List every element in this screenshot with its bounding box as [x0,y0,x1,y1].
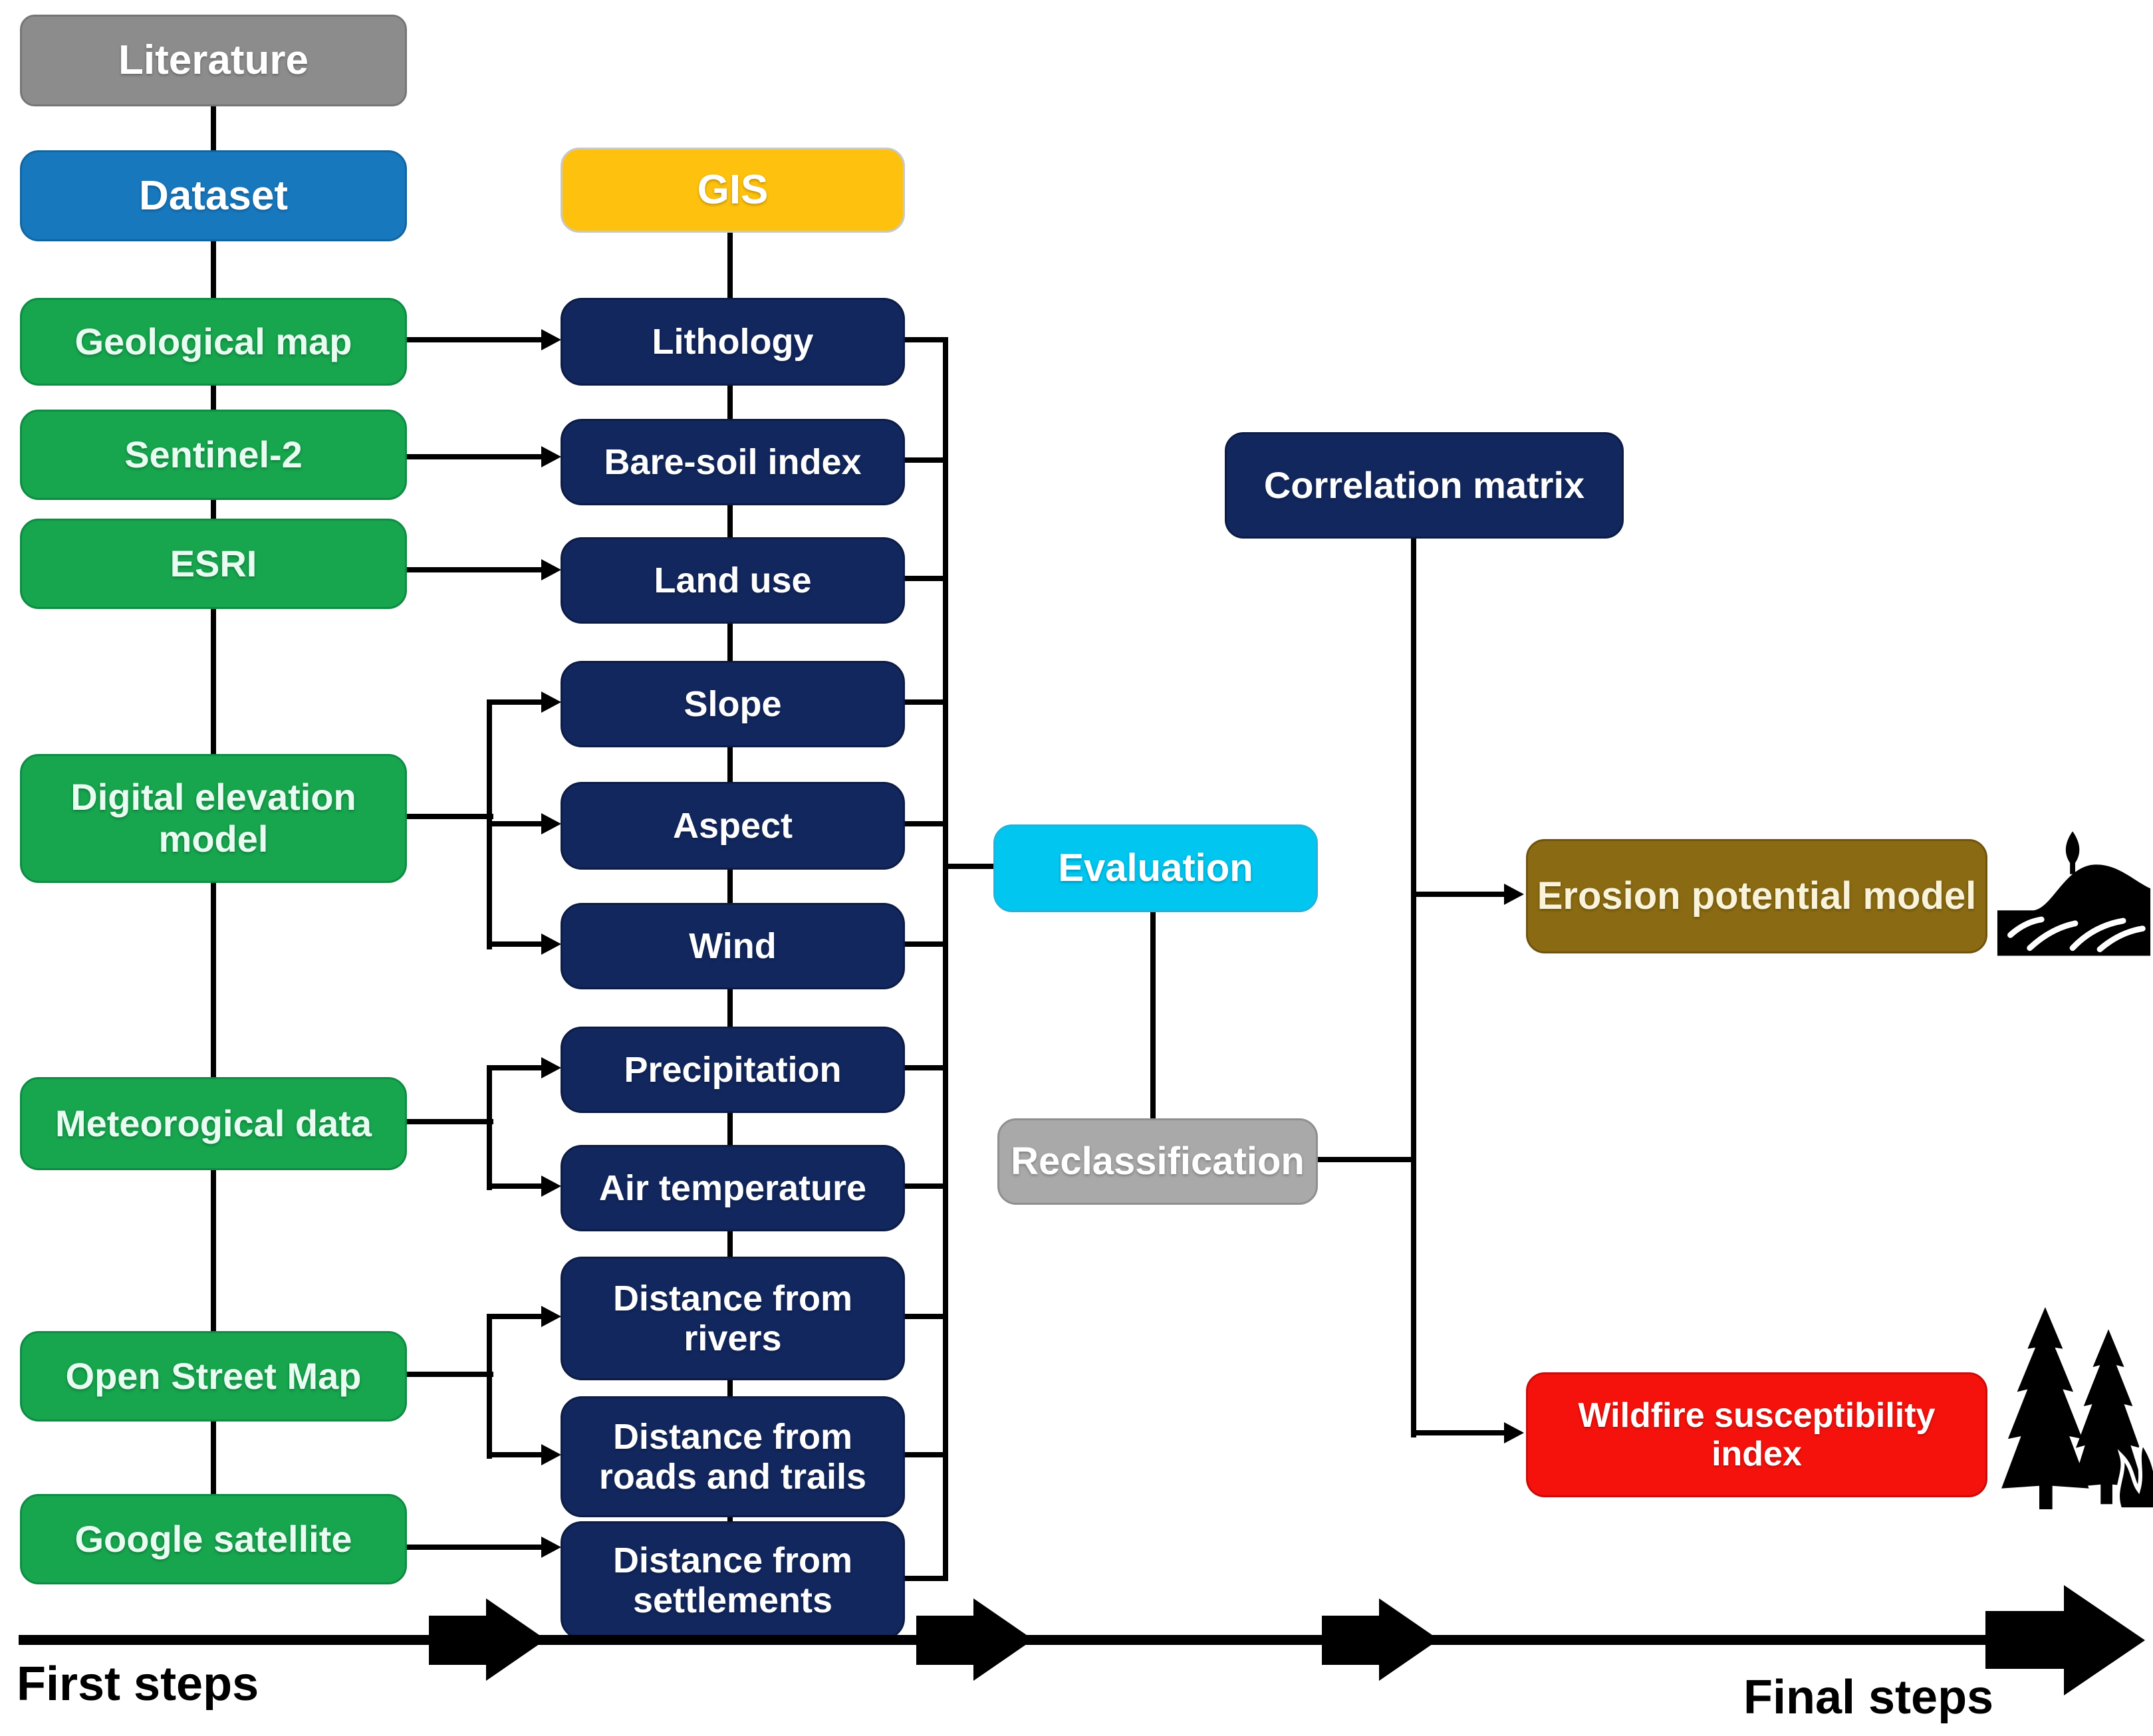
stub-slope [905,699,948,705]
gis-column-spine-line [727,229,733,1526]
connector-dem-wind [487,941,541,947]
timeline-line [19,1635,2070,1645]
arrowhead-icon [541,1306,561,1327]
timeline-arrowhead-icon [1379,1598,1439,1681]
arrowhead-icon [541,446,561,467]
connector-sentinel-baresoil [407,454,541,459]
terrain-contours-icon [1997,831,2151,956]
connector-meteo-branch [487,1065,492,1190]
node-wildfire-susceptibility-index: Wildfire susceptibility index [1526,1372,1987,1497]
node-literature: Literature [20,15,407,106]
connector-dem-slope [487,699,541,705]
stub-aspect [905,821,948,826]
connector-reclassification-matrixline [1318,1157,1416,1162]
connector-meteo-feed [407,1119,493,1124]
connector-osm-feed [407,1372,493,1377]
node-esri: ESRI [20,519,407,609]
connector-dem-aspect [487,821,541,826]
stub-precipitation [905,1065,948,1070]
stub-landuse [905,576,948,581]
stub-wind [905,941,948,947]
timeline-arrowhead-icon [486,1598,546,1681]
arrowhead-icon [541,813,561,834]
connector-dem-feed [407,814,493,819]
connector-bus-evaluation [943,864,996,869]
burning-trees-icon [2001,1306,2153,1511]
node-dataset: Dataset [20,150,407,241]
connector-osm-roads [487,1452,541,1457]
node-erosion-potential-model: Erosion potential model [1526,839,1987,953]
timeline-arrowhead-icon [1322,1616,1379,1665]
connector-erosion [1411,892,1504,897]
arrowhead-icon [541,1537,561,1558]
timeline-arrowhead-icon [429,1616,486,1665]
arrowhead-icon [541,329,561,350]
arrowhead-icon [1504,884,1524,905]
node-distance-settlements: Distance from settlements [561,1521,905,1640]
node-correlation-matrix: Correlation matrix [1225,432,1624,539]
node-google-satellite: Google satellite [20,1494,407,1584]
stub-baresoil [905,457,948,463]
stub-lithology [905,337,948,342]
node-air-temperature: Air temperature [561,1145,905,1231]
timeline-final-arrowhead-icon [2064,1585,2145,1695]
node-land-use: Land use [561,537,905,624]
connector-esri-landuse [407,567,541,572]
node-meteorogical-data: Meteorogical data [20,1077,407,1170]
timeline-arrowhead-icon [916,1616,973,1665]
node-evaluation: Evaluation [993,824,1318,912]
stub-rivers [905,1314,948,1319]
stub-airtemp [905,1183,948,1189]
node-precipitation: Precipitation [561,1027,905,1113]
node-distance-roads: Distance from roads and trails [561,1396,905,1517]
connector-osm-rivers [487,1314,541,1319]
node-lithology: Lithology [561,298,905,386]
node-bare-soil-index: Bare-soil index [561,419,905,505]
node-reclassification: Reclassification [997,1118,1318,1205]
stub-roads [905,1452,948,1457]
connector-osm-branch [487,1314,492,1459]
arrowhead-icon [541,559,561,580]
factor-bus-line [943,337,948,1581]
connector-google-settlements [407,1545,541,1550]
arrowhead-icon [541,1444,561,1465]
node-gis: GIS [561,148,905,233]
connector-wildfire [1411,1430,1504,1435]
connector-evaluation-reclassification [1150,912,1156,1120]
timeline-end-label: Final steps [1743,1671,1994,1724]
node-open-street-map: Open Street Map [20,1331,407,1422]
timeline-final-arrowhead-icon [1985,1611,2065,1669]
node-wind: Wind [561,903,905,989]
node-geological-map: Geological map [20,298,407,386]
correlation-matrix-drop-line [1411,537,1416,1437]
arrowhead-icon [541,1176,561,1197]
stub-settlements [905,1576,948,1581]
timeline-arrowhead-icon [973,1598,1033,1681]
node-distance-rivers: Distance from rivers [561,1257,905,1380]
connector-geological-lithology [407,337,541,342]
node-sentinel-2: Sentinel-2 [20,410,407,500]
arrowhead-icon [541,933,561,955]
timeline-start-label: First steps [17,1658,259,1711]
arrowhead-icon [541,691,561,713]
node-aspect: Aspect [561,782,905,870]
node-digital-elevation-model: Digital elevation model [20,754,407,883]
connector-meteo-precipitation [487,1065,541,1070]
connector-meteo-airtemp [487,1183,541,1189]
arrowhead-icon [1504,1422,1524,1443]
node-slope: Slope [561,661,905,747]
arrowhead-icon [541,1057,561,1078]
